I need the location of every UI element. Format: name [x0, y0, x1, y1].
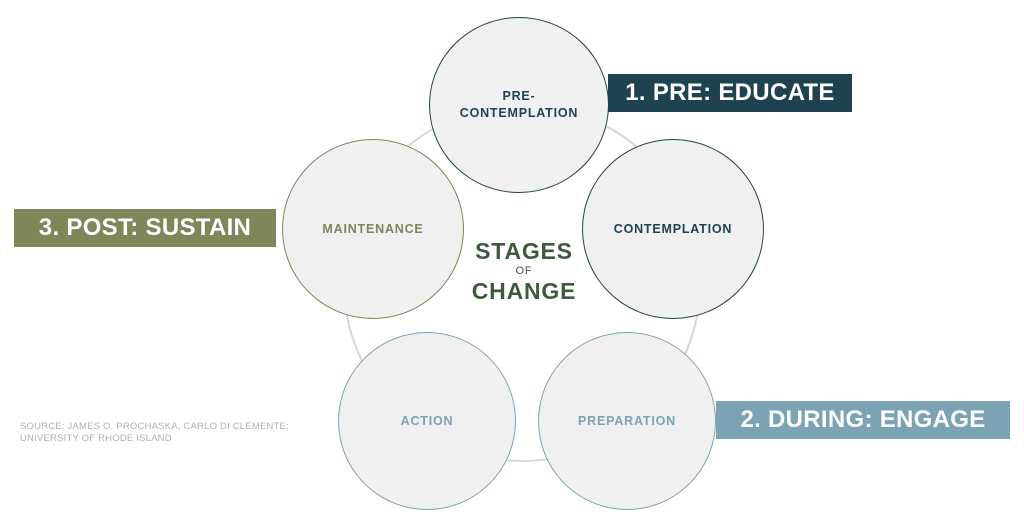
stage-preparation-circle: PREPARATION: [538, 332, 716, 510]
stage-precontemplation-circle: PRE- CONTEMPLATION: [429, 17, 609, 193]
phase-pre-educate-label: 1. PRE: EDUCATE: [625, 79, 835, 106]
phase-during-engage-banner: 2. DURING: ENGAGE: [716, 401, 1010, 439]
stage-action-circle: ACTION: [338, 332, 516, 510]
center-title-change: CHANGE: [471, 278, 577, 304]
stage-contemplation-label: CONTEMPLATION: [613, 221, 733, 236]
source-citation: SOURCE: JAMES O. PROCHASKA, CARLO DI CLE…: [20, 421, 289, 444]
phase-post-sustain-label: 3. POST: SUSTAIN: [38, 214, 252, 241]
stage-precontemplation-label: PRE- CONTEMPLATION: [459, 89, 579, 120]
stage-maintenance-circle: MAINTENANCE: [282, 139, 464, 319]
stage-maintenance-label: MAINTENANCE: [322, 221, 424, 236]
stages-of-change-title: STAGES OF CHANGE: [452, 238, 596, 304]
stage-contemplation-circle: CONTEMPLATION: [582, 139, 764, 319]
phase-during-engage-label: 2. DURING: ENGAGE: [740, 406, 986, 433]
stage-preparation-label: PREPARATION: [578, 413, 676, 428]
stage-action-label: ACTION: [400, 413, 454, 428]
center-title-of: OF: [515, 265, 533, 277]
phase-post-sustain-banner: 3. POST: SUSTAIN: [14, 209, 276, 247]
phase-pre-educate-banner: 1. PRE: EDUCATE: [608, 74, 852, 112]
center-title-stages: STAGES: [475, 238, 573, 264]
